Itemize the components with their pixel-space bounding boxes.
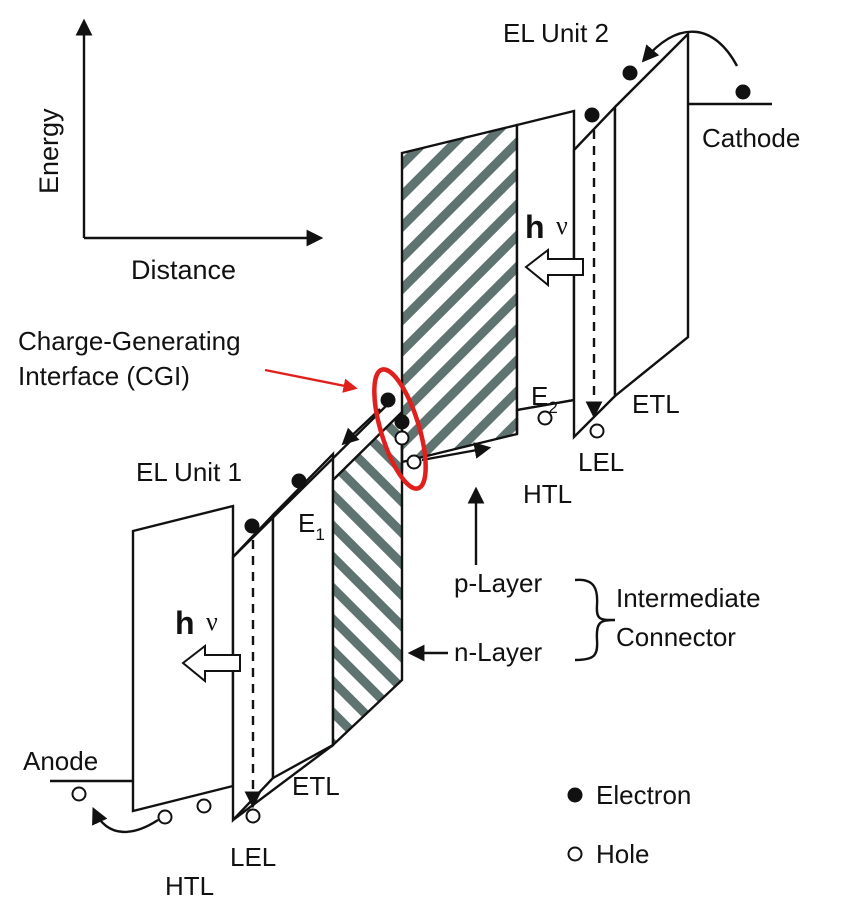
electron	[291, 473, 307, 489]
hole	[589, 423, 605, 439]
photon-arrow-1	[181, 643, 241, 684]
e1-label: E1	[298, 508, 325, 544]
electron	[735, 84, 751, 100]
photon-h-1: h	[175, 605, 195, 641]
htl-2-bottom	[516, 398, 575, 412]
legend-hole-icon	[567, 846, 583, 862]
photon-h-2: h	[525, 209, 545, 245]
hole	[71, 786, 87, 802]
el-unit-1-label: EL Unit 1	[136, 457, 242, 487]
electron	[394, 414, 410, 430]
photon-arrow-2	[524, 247, 584, 288]
hole	[537, 410, 553, 426]
charge-generating-interface: Charge-Generating Interface (CGI)	[18, 326, 492, 491]
axes: Energy Distance	[34, 18, 324, 285]
el-unit-2: h ν EL Unit 2 Cathode ETL LEL HTL E2	[400, 18, 800, 509]
hole	[157, 809, 173, 825]
energy-axis-label: Energy	[34, 108, 64, 194]
electron	[622, 65, 638, 81]
hole	[394, 430, 410, 446]
lel-2-label: LEL	[578, 447, 624, 477]
p-layer-label: p-Layer	[454, 568, 542, 598]
etl-1-label: ETL	[292, 771, 340, 801]
cgi-highlight-ellipse	[372, 367, 428, 491]
etl-1-band	[271, 451, 335, 781]
el-unit-2-label: EL Unit 2	[503, 18, 609, 48]
connector-label-line-2: Connector	[616, 622, 736, 652]
hole	[406, 454, 422, 470]
legend: Electron Hole	[567, 780, 691, 869]
n-layer-label: n-Layer	[454, 637, 542, 667]
hole-drift-arrow	[421, 442, 492, 462]
el-unit-1: h ν EL Unit 1 Anode ETL LEL HTL E1	[23, 403, 404, 901]
distance-axis-label: Distance	[131, 255, 236, 285]
connector-brace	[574, 578, 616, 662]
cgi-pointer-arrow	[264, 368, 358, 393]
unit1-lumo-line	[232, 403, 389, 558]
p-layer-band	[400, 123, 519, 464]
hole	[196, 798, 212, 814]
etl-2-label: ETL	[632, 389, 680, 419]
legend-electron-icon	[567, 787, 583, 803]
e2-label: E2	[531, 381, 558, 417]
photon-nu-1: ν	[206, 607, 218, 636]
electron	[244, 518, 260, 534]
lel-1-label: LEL	[230, 842, 276, 872]
photon-nu-2: ν	[556, 211, 568, 240]
cathode-label: Cathode	[702, 123, 800, 153]
n-layer-band	[331, 409, 404, 748]
intermediate-connector-annotation: p-Layer n-Layer Intermediate Connector	[407, 486, 761, 667]
hole	[245, 808, 261, 824]
electron-drift-arrow	[341, 408, 381, 446]
legend-hole-label: Hole	[596, 839, 649, 869]
electron	[380, 392, 396, 408]
cgi-label-line-2: Interface (CGI)	[18, 361, 190, 391]
connector-label-line-1: Intermediate	[616, 583, 761, 613]
legend-electron-label: Electron	[596, 780, 691, 810]
hole-injection-arrow	[92, 806, 159, 834]
htl-1-label: HTL	[165, 871, 214, 901]
electron	[584, 107, 600, 123]
anode-label: Anode	[23, 746, 98, 776]
htl-2-label: HTL	[523, 479, 572, 509]
electron-injection-arrow	[641, 30, 739, 67]
cgi-label-line-1: Charge-Generating	[18, 326, 241, 356]
etl-2-band	[613, 31, 690, 399]
